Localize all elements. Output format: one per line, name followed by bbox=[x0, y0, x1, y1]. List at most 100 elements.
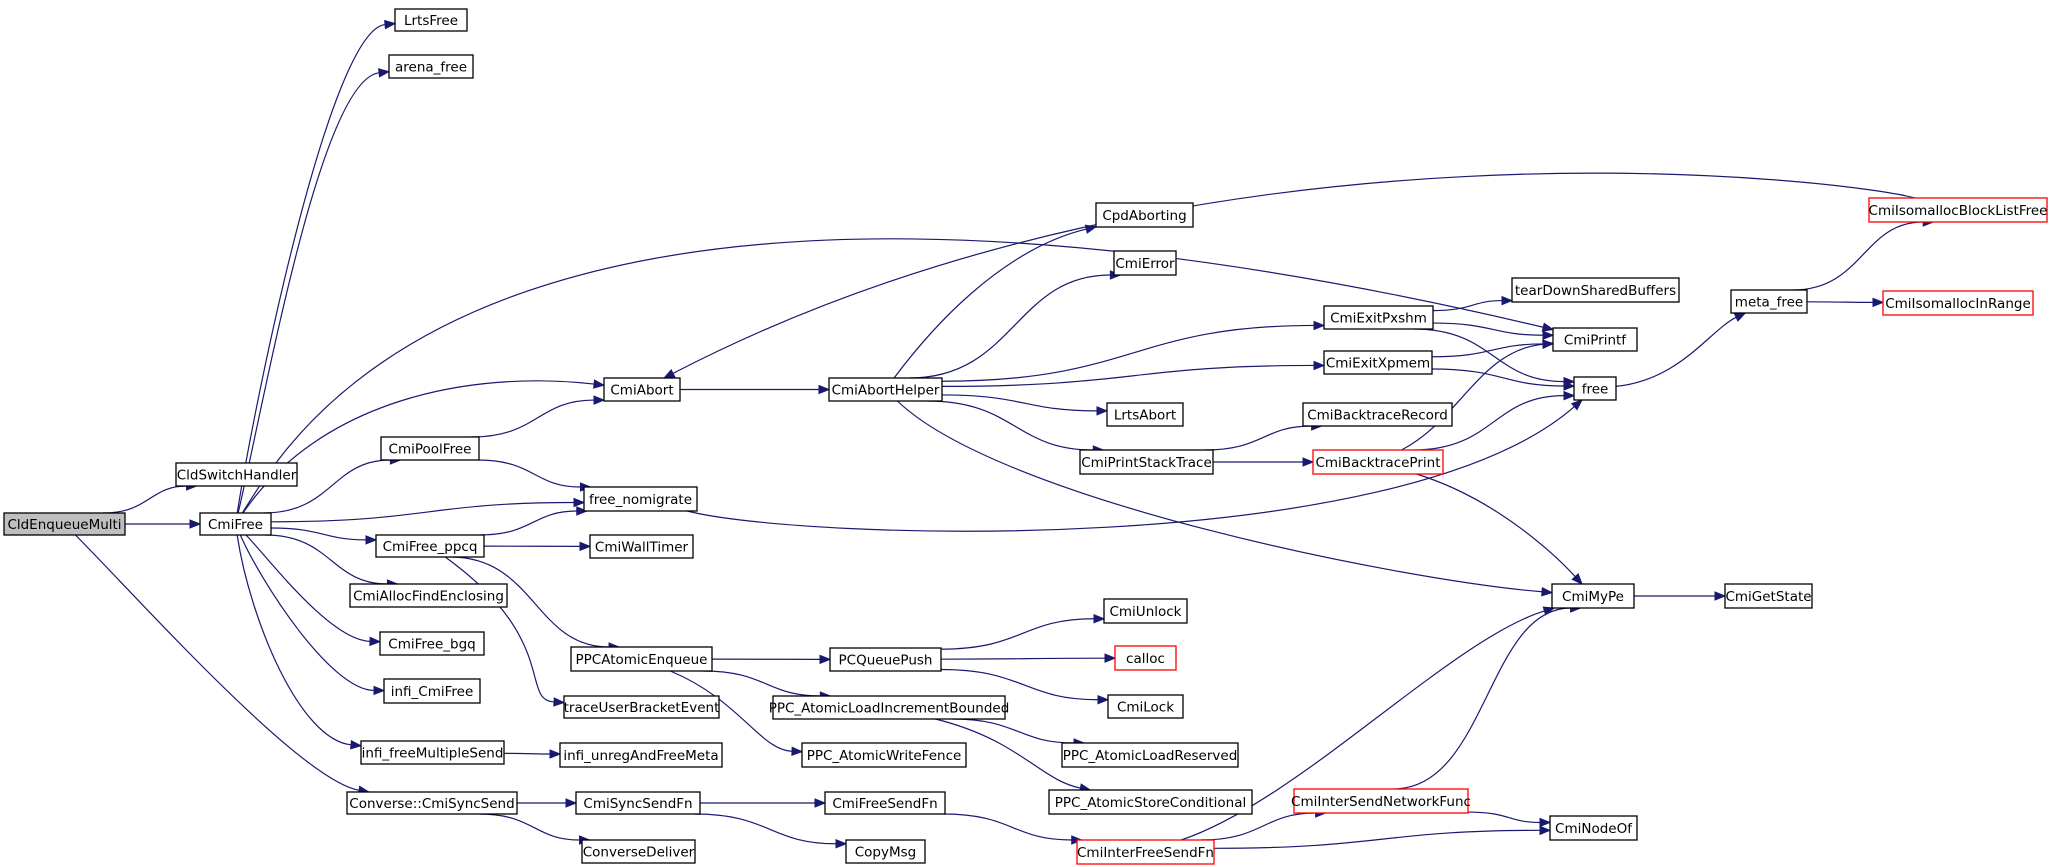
node-cmiunlock[interactable]: CmiUnlock bbox=[1103, 598, 1188, 624]
edge-line bbox=[1180, 610, 1545, 841]
node-calloc[interactable]: calloc bbox=[1114, 645, 1177, 671]
node-cldswitch[interactable]: CldSwitchHandler bbox=[175, 462, 298, 487]
edge-line bbox=[926, 400, 1094, 451]
node-ppcstorecond[interactable]: PPC_AtomicStoreConditional bbox=[1048, 789, 1253, 815]
arrowhead bbox=[369, 636, 382, 647]
arrowhead bbox=[1733, 312, 1747, 322]
edge-line bbox=[952, 718, 1075, 744]
node-label: CmiNodeOf bbox=[1555, 821, 1633, 837]
node-arenafree[interactable]: arena_free bbox=[388, 54, 474, 79]
arrowhead bbox=[1563, 390, 1576, 401]
edge-line bbox=[694, 813, 837, 845]
node-cmiaborthelper[interactable]: CmiAbortHelper bbox=[828, 377, 943, 402]
edge-cmiabort-to-cmiaborthelper bbox=[680, 384, 831, 395]
edge-ppcatomicenq-to-pcqueuepush bbox=[711, 654, 832, 665]
node-box bbox=[1730, 289, 1808, 314]
node-cminodeof[interactable]: CmiNodeOf bbox=[1549, 815, 1638, 841]
node-ppcloadinc[interactable]: PPC_AtomicLoadIncrementBounded bbox=[769, 695, 1010, 720]
node-conversesync[interactable]: Converse::CmiSyncSend bbox=[346, 791, 518, 815]
edge-line bbox=[1792, 221, 1924, 291]
node-box bbox=[1106, 402, 1184, 427]
node-box bbox=[1114, 645, 1177, 671]
arrowhead bbox=[378, 68, 391, 78]
arrowhead bbox=[573, 497, 586, 508]
edge-cmiexitxpmem-to-cmiprintf bbox=[1431, 339, 1555, 358]
edge-cmiexitpxshm-to-teardown bbox=[1432, 295, 1514, 312]
node-label: CmiAllocFindEnclosing bbox=[353, 589, 504, 605]
node-box bbox=[824, 791, 946, 815]
node-cmiprintf[interactable]: CmiPrintf bbox=[1552, 327, 1638, 352]
edge-conversesync-to-cmisyncsendfn bbox=[517, 798, 578, 808]
node-metafree[interactable]: meta_free bbox=[1730, 289, 1808, 314]
edge-cmipoolfree-to-freenomigrate bbox=[477, 459, 592, 492]
node-cmifreeppcq[interactable]: CmiFree_ppcq bbox=[375, 534, 485, 558]
edge-line bbox=[702, 670, 821, 697]
node-box bbox=[583, 486, 698, 512]
edge-metafree-to-cmiisoblock bbox=[1792, 217, 1935, 291]
node-label: CmiFree_bgq bbox=[388, 637, 475, 653]
edge-line bbox=[1200, 812, 1316, 841]
node-pcqueuepush[interactable]: PCQueuePush bbox=[829, 647, 942, 672]
node-cmifree[interactable]: CmiFree bbox=[199, 512, 272, 536]
node-lrtsfree[interactable]: LrtsFree bbox=[394, 8, 468, 32]
node-label: CmiGetState bbox=[1725, 589, 1811, 605]
node-cmipoolfree[interactable]: CmiPoolFree bbox=[380, 436, 480, 461]
node-box bbox=[1061, 742, 1239, 768]
node-traceuser[interactable]: traceUserBracketEvent bbox=[563, 695, 720, 719]
node-label: PCQueuePush bbox=[839, 653, 933, 669]
node-cmiallocfind[interactable]: CmiAllocFindEnclosing bbox=[349, 583, 508, 608]
node-cmiisoblock[interactable]: CmiIsomallocBlockListFree bbox=[1868, 197, 2048, 223]
node-cmibtrecord[interactable]: CmiBacktraceRecord bbox=[1302, 402, 1453, 427]
node-cmimype[interactable]: CmiMyPe bbox=[1551, 583, 1635, 609]
node-conversedeliver[interactable]: ConverseDeliver bbox=[581, 839, 696, 864]
arrowhead bbox=[593, 395, 606, 405]
node-label: CldEnqueueMulti bbox=[7, 517, 121, 533]
node-cmiexitxpmem[interactable]: CmiExitXpmem bbox=[1323, 350, 1433, 375]
node-lrtsabort[interactable]: LrtsAbort bbox=[1106, 402, 1184, 427]
node-infifreemulti[interactable]: infi_freeMultipleSend bbox=[360, 740, 505, 765]
edge-infifreemulti-to-infiunreg bbox=[503, 749, 562, 759]
arrowhead bbox=[1714, 591, 1727, 601]
node-cmifreesendfn[interactable]: CmiFreeSendFn bbox=[824, 791, 946, 815]
edge-line bbox=[1413, 328, 1565, 383]
node-infiunreg[interactable]: infi_unregAndFreeMeta bbox=[559, 742, 723, 768]
node-cmisyncsendfn[interactable]: CmiSyncSendFn bbox=[575, 791, 701, 815]
edge-line bbox=[270, 527, 367, 541]
node-label: CmiExitXpmem bbox=[1326, 356, 1430, 372]
node-label: CmiFreeSendFn bbox=[832, 796, 937, 812]
node-cmiabort[interactable]: CmiAbort bbox=[603, 377, 681, 402]
edge-line bbox=[893, 228, 1087, 379]
node-root[interactable]: CldEnqueueMulti bbox=[3, 512, 126, 536]
node-cmiintersendnet[interactable]: CmiInterSendNetworkFunc bbox=[1291, 788, 1471, 814]
node-cmibtprint[interactable]: CmiBacktracePrint bbox=[1312, 449, 1444, 475]
node-cmiisoinrange[interactable]: CmiIsomallocInRange bbox=[1882, 290, 2034, 316]
node-box bbox=[1048, 789, 1253, 815]
node-ppcwritefence[interactable]: PPC_AtomicWriteFence bbox=[801, 742, 967, 768]
edge-line bbox=[265, 534, 388, 585]
node-teardown[interactable]: tearDownSharedBuffers bbox=[1511, 277, 1680, 303]
edge-line bbox=[935, 718, 1081, 789]
arrowhead bbox=[1539, 817, 1552, 828]
node-freenomigrate[interactable]: free_nomigrate bbox=[583, 486, 698, 512]
arrowhead bbox=[1313, 360, 1326, 371]
node-box bbox=[1107, 694, 1184, 719]
node-ppcatomicenq[interactable]: PPCAtomicEnqueue bbox=[570, 646, 713, 672]
node-cmifreebgq[interactable]: CmiFree_bgq bbox=[379, 631, 485, 656]
node-label: free_nomigrate bbox=[589, 492, 692, 508]
node-copymsg[interactable]: CopyMsg bbox=[845, 839, 926, 864]
node-cmigetstate[interactable]: CmiGetState bbox=[1724, 583, 1813, 609]
node-inficmifree[interactable]: infi_CmiFree bbox=[383, 678, 481, 704]
node-cmiwalltimer[interactable]: CmiWallTimer bbox=[589, 534, 694, 559]
node-cmierror[interactable]: CmiError bbox=[1113, 250, 1177, 276]
node-cmiexitpxshm[interactable]: CmiExitPxshm bbox=[1323, 305, 1434, 330]
node-cmiprintstack[interactable]: CmiPrintStackTrace bbox=[1079, 449, 1214, 475]
node-cmilock[interactable]: CmiLock bbox=[1107, 694, 1184, 719]
node-cmiinterfreesend[interactable]: CmiInterFreeSendFn bbox=[1076, 839, 1215, 865]
arrowhead bbox=[579, 541, 592, 552]
node-cpdaborting[interactable]: CpdAborting bbox=[1095, 202, 1194, 228]
edge-line bbox=[237, 72, 380, 514]
node-free[interactable]: free bbox=[1573, 376, 1617, 401]
edge-line bbox=[245, 534, 371, 642]
node-box bbox=[1724, 583, 1813, 609]
node-ppcloadreserved[interactable]: PPC_AtomicLoadReserved bbox=[1061, 742, 1239, 768]
